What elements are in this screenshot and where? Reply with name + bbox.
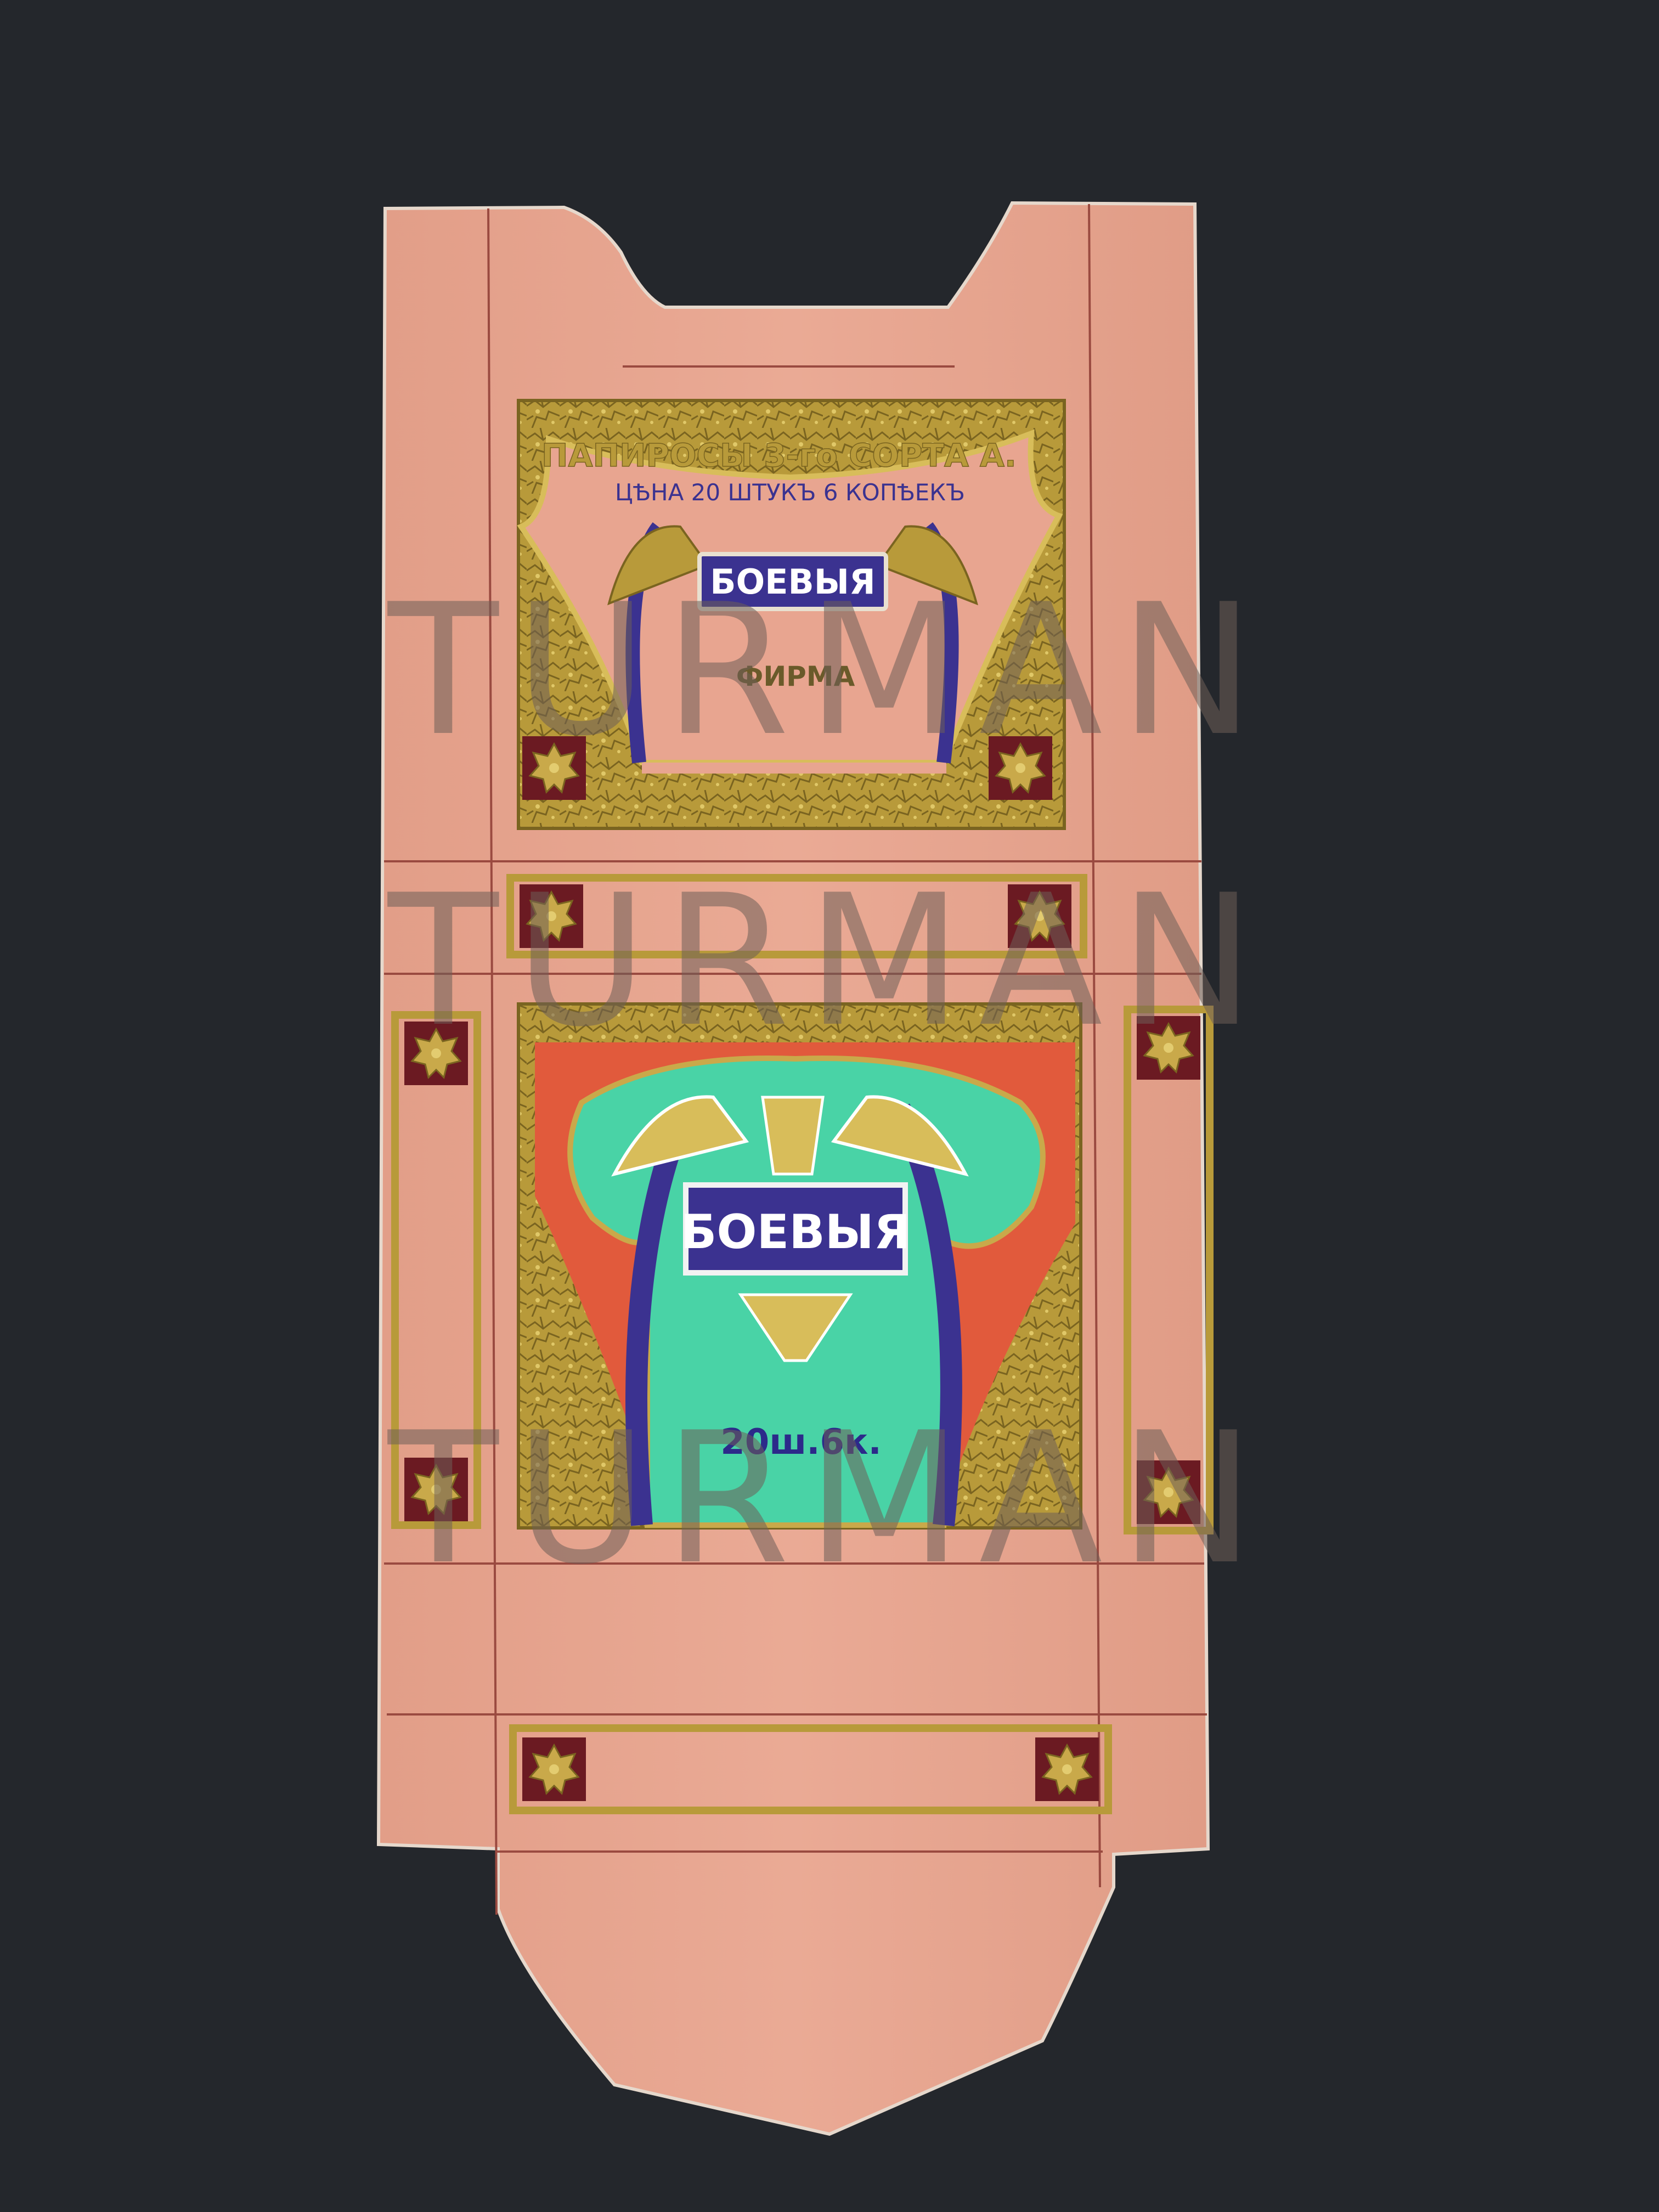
bottom-band [509, 1724, 1112, 1814]
side-bands [391, 1006, 1214, 1534]
star-ornament-icon [521, 1736, 587, 1802]
top-band [506, 874, 1087, 958]
star-ornament-icon [1136, 1015, 1201, 1081]
star-ornament-icon [1034, 1736, 1100, 1802]
star-ornament-icon [403, 1457, 469, 1522]
back-firm-label: ФИРМА [736, 661, 855, 692]
star-ornament-icon [988, 735, 1053, 801]
back-line2: ЦѢНА 20 ШТУКЪ 6 КОПѢЕКЪ [615, 479, 965, 506]
front-panel: БОЕВЫЯ 20ш.6к. [517, 1002, 1082, 1530]
fold-lines [384, 204, 1207, 1915]
star-ornament-icon [403, 1020, 469, 1086]
back-brand-label: БОЕВЫЯ [710, 562, 876, 602]
star-ornament-icon [521, 735, 587, 801]
star-ornament-icon [1007, 883, 1073, 949]
back-line1: ПАПИРОСЫ 3-го СОРТА А. [541, 437, 1017, 474]
front-brand-label: БОЕВЫЯ [681, 1205, 910, 1260]
front-price-label: 20ш.6к. [720, 1422, 882, 1463]
star-ornament-icon [1136, 1459, 1201, 1525]
star-ornament-icon [518, 883, 584, 949]
back-panel: БОЕВЫЯ ПАПИРОСЫ 3-го СОРТА А. ЦѢНА 20 ШТ… [517, 399, 1066, 830]
